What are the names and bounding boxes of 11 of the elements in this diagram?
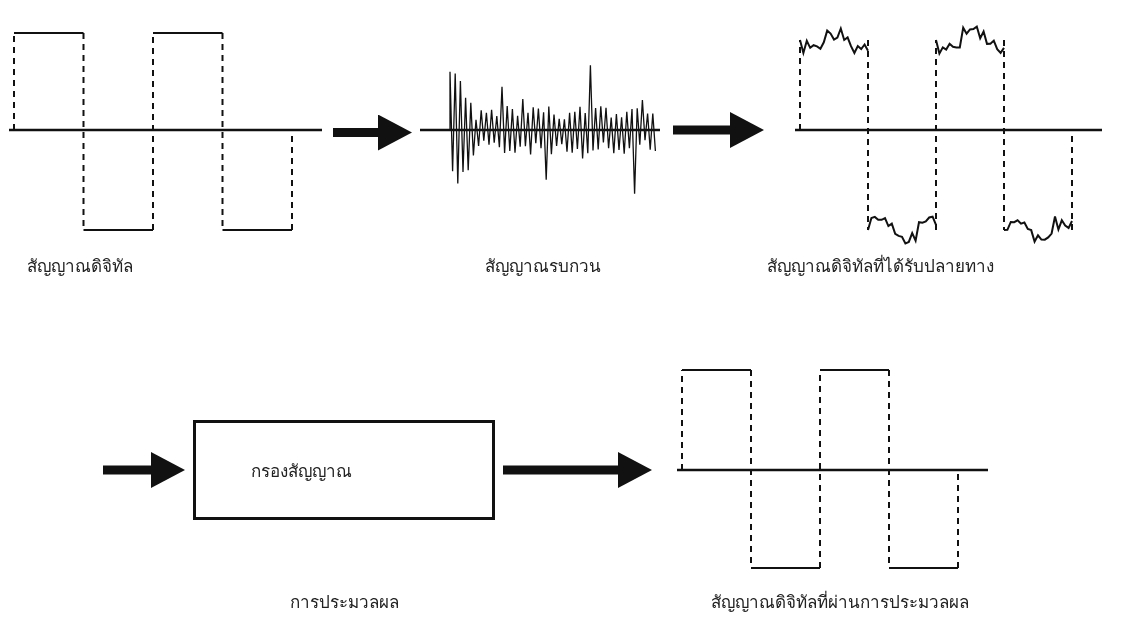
caption-text: สัญญาณรบกวน [483, 255, 602, 278]
caption-text: การประมวลผล [288, 591, 400, 614]
arrow [333, 114, 412, 151]
arrow [673, 112, 764, 148]
caption-text: สัญญาณดิจิทัลที่ผ่านการประมวลผล [710, 589, 970, 614]
arrow [103, 452, 185, 488]
box-label: กรองสัญญาณ [251, 459, 352, 483]
caption-text: สัญญาณดิจิทัล [26, 255, 134, 278]
process-box [193, 420, 495, 520]
caption-text: สัญญาณดิจิทัลที่ได้รับปลายทาง [765, 253, 995, 278]
arrow [503, 452, 652, 488]
